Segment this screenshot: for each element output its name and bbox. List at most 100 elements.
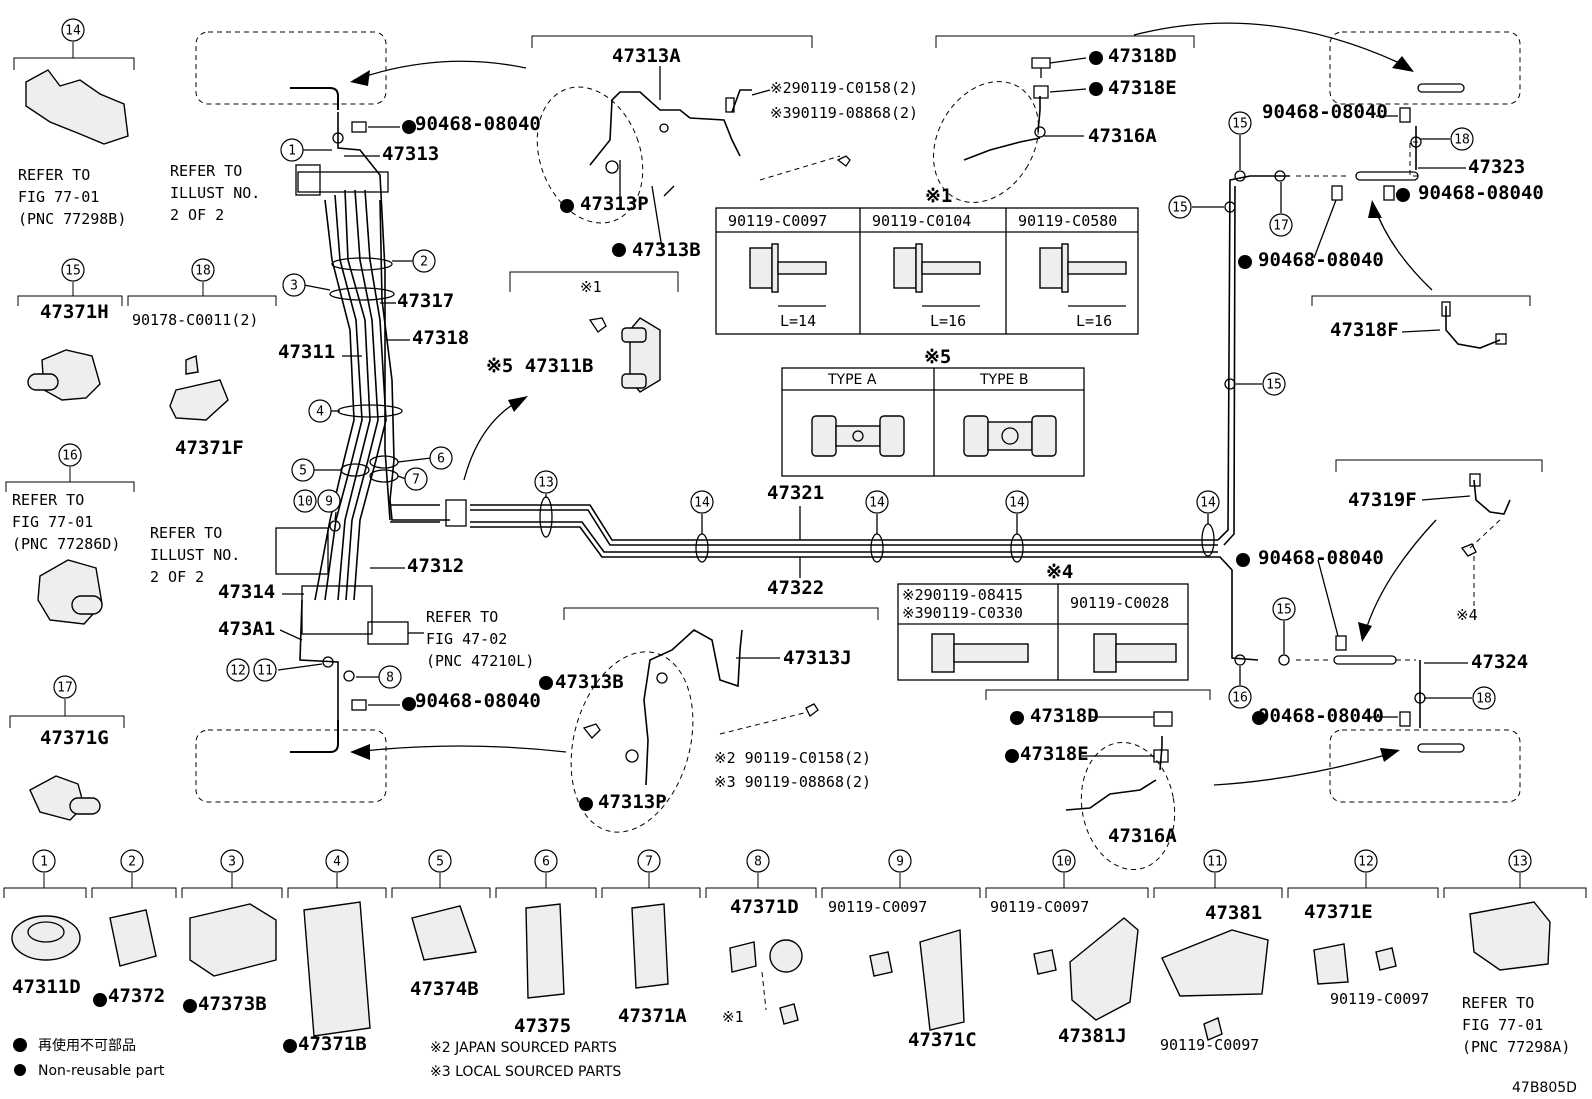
hose-47316A-bottom bbox=[1065, 711, 1176, 871]
part-labels: 473134731747318473114731247314473A190468… bbox=[12, 45, 1544, 1055]
table1-col-2: 90119-C0104 bbox=[872, 212, 971, 230]
callout-3: 3 bbox=[220, 849, 244, 873]
label-p47371A: 47371A bbox=[618, 1005, 687, 1027]
callout-10: 10 bbox=[1052, 849, 1076, 873]
callout-4: 4 bbox=[325, 849, 349, 873]
svg-text:8: 8 bbox=[386, 671, 394, 686]
label-p90468c: 90468-08040 bbox=[1262, 101, 1388, 123]
label-p47374B: 47374B bbox=[410, 978, 479, 1000]
table1-len-1: L=14 bbox=[780, 312, 816, 330]
label-p47318F: 47318F bbox=[1330, 319, 1399, 341]
svg-text:16: 16 bbox=[1232, 691, 1248, 706]
callout-6: 6 bbox=[534, 849, 558, 873]
svg-text:13: 13 bbox=[1512, 855, 1528, 870]
svg-text:3: 3 bbox=[228, 855, 236, 870]
label-p47371G: 47371G bbox=[40, 727, 109, 749]
callout-14: 14 bbox=[690, 490, 714, 514]
table-1 bbox=[715, 207, 1139, 335]
label-p47373B: 47373B bbox=[198, 993, 267, 1015]
callout-1: 1 bbox=[280, 138, 304, 162]
label-p47311: 47311 bbox=[278, 341, 335, 363]
label-p47314: 47314 bbox=[218, 581, 275, 603]
label-p47319F: 47319F bbox=[1348, 489, 1417, 511]
table4-mark: ※4 bbox=[1046, 561, 1073, 583]
label-p47371B: 47371B bbox=[298, 1033, 367, 1055]
non-reusable-dot bbox=[1010, 711, 1024, 725]
svg-text:7: 7 bbox=[645, 855, 653, 870]
callout-13: 13 bbox=[1508, 849, 1532, 873]
callout-12: 12 bbox=[226, 658, 250, 682]
callout-1: 1 bbox=[32, 849, 56, 873]
svg-text:6: 6 bbox=[542, 855, 550, 870]
label-p47313A: 47313A bbox=[612, 45, 681, 67]
callout-14: 14 bbox=[1196, 490, 1220, 514]
bracket-47311B bbox=[588, 317, 661, 393]
svg-text:2: 2 bbox=[128, 855, 136, 870]
svg-text:15: 15 bbox=[1266, 378, 1282, 393]
tubes-47321-47322 bbox=[390, 126, 1426, 728]
non-reusable-dot bbox=[1005, 749, 1019, 763]
table1-col-1: 90119-C0097 bbox=[728, 212, 827, 230]
label-p90468b: 90468-08040 bbox=[415, 690, 541, 712]
label-p90468g: 90468-08040 bbox=[1258, 705, 1384, 727]
table5-col-1: TYPE A bbox=[827, 372, 877, 388]
callout-16: 16 bbox=[1228, 685, 1252, 709]
frame-bottom-right bbox=[1329, 729, 1521, 803]
callout-11: 11 bbox=[1203, 849, 1227, 873]
callout-2: 2 bbox=[412, 249, 436, 273]
svg-text:15: 15 bbox=[1172, 201, 1188, 216]
non-reusable-dot bbox=[283, 1039, 297, 1053]
callout-17: 17 bbox=[1269, 213, 1293, 237]
non-reusable-dot bbox=[1089, 82, 1103, 96]
hose-47319F bbox=[1460, 473, 1511, 606]
label-p90178: 90178-C0011(2) bbox=[132, 311, 258, 329]
label-p47312: 47312 bbox=[407, 555, 464, 577]
non-reusable-dot bbox=[1236, 553, 1250, 567]
label-p90119_c0097_10: 90119-C0097 bbox=[990, 898, 1089, 916]
label-p47371F: 47371F bbox=[175, 437, 244, 459]
bottom-brackets bbox=[3, 873, 1587, 898]
non-reusable-dot bbox=[612, 243, 626, 257]
legend-dot-en bbox=[14, 1064, 26, 1076]
left-brackets bbox=[5, 35, 1543, 728]
arrows bbox=[350, 22, 1437, 786]
svg-text:17: 17 bbox=[57, 681, 73, 696]
callout-4: 4 bbox=[308, 399, 332, 423]
label-p90119_8868a: ※390119-08868(2) bbox=[770, 104, 918, 122]
label-p47371D: 47371D bbox=[730, 896, 799, 918]
label-p47318: 47318 bbox=[412, 327, 469, 349]
label-p47316A_b: 47316A bbox=[1108, 825, 1177, 847]
svg-text:15: 15 bbox=[1276, 603, 1292, 618]
legend-jp: 再使用不可部品 bbox=[38, 1037, 136, 1054]
callout-14: 14 bbox=[1005, 490, 1029, 514]
table5-mark: ※5 bbox=[924, 346, 951, 368]
label-p47313J: 47313J bbox=[783, 647, 852, 669]
label-p47313P_b: 47313P bbox=[598, 791, 667, 813]
bottom-parts bbox=[11, 901, 1551, 1041]
label-p90119_0158b: ※2 90119-C0158(2) bbox=[714, 749, 871, 767]
svg-text:5: 5 bbox=[436, 855, 444, 870]
label-p47321: 47321 bbox=[767, 482, 824, 504]
callout-6: 6 bbox=[429, 446, 453, 470]
non-reusable-dot bbox=[1252, 711, 1266, 725]
left-column-parts bbox=[25, 69, 229, 821]
frame-stubs bbox=[290, 83, 1465, 753]
label-p47313: 47313 bbox=[382, 143, 439, 165]
table-5 bbox=[781, 367, 1085, 477]
svg-text:4: 4 bbox=[333, 855, 341, 870]
callout-5: 5 bbox=[428, 849, 452, 873]
table4-col2: 90119-C0028 bbox=[1070, 594, 1169, 612]
non-reusable-dot bbox=[402, 697, 416, 711]
harness-clamps bbox=[322, 132, 403, 682]
callout-15: 15 bbox=[1272, 597, 1296, 621]
svg-text:2: 2 bbox=[420, 255, 428, 270]
table1-col-3: 90119-C0580 bbox=[1018, 212, 1117, 230]
callout-15: 15 bbox=[61, 258, 85, 282]
svg-text:6: 6 bbox=[437, 452, 445, 467]
svg-text:8: 8 bbox=[754, 855, 762, 870]
svg-text:12: 12 bbox=[1358, 855, 1374, 870]
